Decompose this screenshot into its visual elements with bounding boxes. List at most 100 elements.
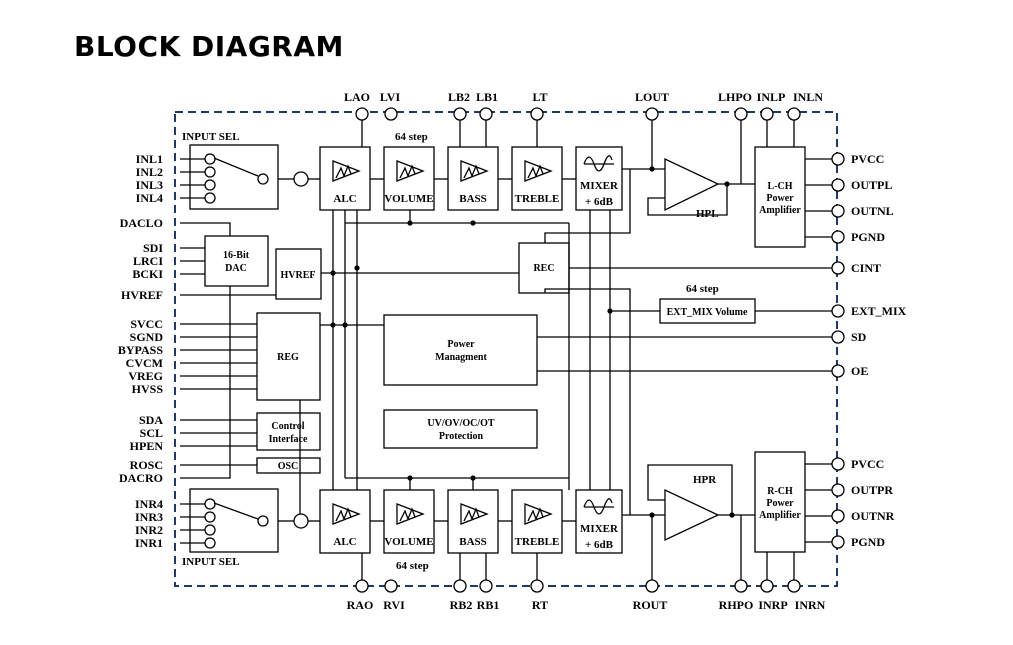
input-sel-bottom-label: INPUT SEL	[182, 556, 240, 568]
pin-label-outnl: OUTNL	[851, 204, 894, 218]
pin-label-cint: CINT	[851, 261, 881, 275]
pin-label-rao: RAO	[347, 598, 374, 612]
dac-block	[204, 235, 269, 287]
hpr-label: HPR	[693, 474, 717, 486]
pin-label-hvref: HVREF	[121, 288, 163, 302]
chip-outline	[174, 111, 838, 587]
pin-label-oe: OE	[851, 364, 868, 378]
mixer-bottom-block	[575, 489, 623, 554]
pin-label-lrci: LRCI	[133, 254, 163, 268]
pin-label-bypass: BYPASS	[118, 343, 163, 357]
rch-amp-line2: Power	[766, 498, 794, 509]
hvref-block-label: HVREF	[281, 270, 316, 281]
power-management-line1: Power	[447, 339, 475, 350]
pin-label-sda: SDA	[139, 413, 163, 427]
pin-label-inln: INLN	[793, 90, 823, 104]
pin-label-rt: RT	[532, 598, 548, 612]
volume-bottom-block	[383, 489, 435, 554]
pin-label-pvcc: PVCC	[851, 152, 884, 166]
pin-label-outnr: OUTNR	[851, 509, 895, 523]
rch-amp-block	[754, 451, 806, 553]
pin-label-pgnd: PGND	[851, 535, 885, 549]
pin-label-inr2: INR2	[135, 523, 163, 537]
step-label-top: 64 step	[395, 131, 428, 143]
mixer-top-label: MIXER	[580, 180, 619, 192]
protection-line2: Protection	[439, 431, 484, 442]
pin-label-inrn: INRN	[795, 598, 826, 612]
rch-amp-line3: Amplifier	[759, 510, 801, 521]
reg-block-label: REG	[277, 352, 299, 363]
osc-block-label: OSC	[278, 461, 299, 472]
treble-top-label: TREBLE	[515, 193, 560, 205]
pin-label-inl2: INL2	[136, 165, 163, 179]
ext-mix-volume-label: EXT_MIX Volume	[667, 307, 748, 318]
pin-label-outpr: OUTPR	[851, 483, 893, 497]
pin-label-inl4: INL4	[136, 191, 163, 205]
pin-label-lb2: LB2	[448, 90, 470, 104]
pin-label-sd: SD	[851, 330, 867, 344]
ext-step-label: 64 step	[686, 283, 719, 295]
power-management-line2: Managment	[435, 352, 487, 363]
lch-amp-line2: Power	[766, 193, 794, 204]
pin-label-daclo: DACLO	[120, 216, 163, 230]
treble-bottom-label: TREBLE	[515, 536, 560, 548]
pin-labels: INL1INL2INL3INL4DACLOSDILRCIBCKIHVREFSVC…	[118, 90, 907, 612]
control-interface-block	[256, 412, 321, 451]
pin-label-lb1: LB1	[476, 90, 498, 104]
protection-line1: UV/OV/OC/OT	[427, 418, 495, 429]
alc-bottom-label: ALC	[333, 536, 356, 548]
pin-label-inl1: INL1	[136, 152, 163, 166]
switch-icons	[204, 153, 309, 549]
pin-label-pgnd: PGND	[851, 230, 885, 244]
pin-label-inr1: INR1	[135, 536, 163, 550]
wiring	[180, 120, 838, 585]
pin-label-rhpo: RHPO	[719, 598, 754, 612]
pin-label-inrp: INRP	[758, 598, 787, 612]
hpl-amp-triangle	[664, 157, 720, 212]
alc-top-block	[319, 146, 371, 211]
pin-label-rvi: RVI	[383, 598, 405, 612]
rec-block-label: REC	[533, 263, 554, 274]
pin-label-lvi: LVI	[380, 90, 401, 104]
pin-label-ext-mix: EXT_MIX	[851, 304, 907, 318]
pin-label-outpl: OUTPL	[851, 178, 892, 192]
page-title: BLOCK DIAGRAM	[74, 30, 344, 63]
lch-amp-line3: Amplifier	[759, 205, 801, 216]
pin-label-pvcc: PVCC	[851, 457, 884, 471]
mixer-bottom-label: MIXER	[580, 523, 619, 535]
pin-label-svcc: SVCC	[130, 317, 163, 331]
bass-bottom-label: BASS	[459, 536, 487, 548]
pin-label-hpen: HPEN	[130, 439, 164, 453]
pin-circles	[355, 107, 845, 593]
pin-label-rout: ROUT	[633, 598, 668, 612]
pin-label-lout: LOUT	[635, 90, 669, 104]
bass-top-label: BASS	[459, 193, 487, 205]
pin-label-vreg: VREG	[128, 369, 163, 383]
pin-label-rb1: RB1	[477, 598, 500, 612]
protection-block	[383, 409, 538, 449]
hpl-label: HPL	[696, 208, 719, 220]
volume-bottom-label: VOLUME	[384, 536, 433, 548]
lch-amp-line1: L-CH	[768, 181, 793, 192]
pin-label-lt: LT	[533, 90, 548, 104]
reg-block	[256, 312, 321, 401]
pin-label-rosc: ROSC	[130, 458, 163, 472]
input-sel-top-label: INPUT SEL	[182, 131, 240, 143]
pin-label-scl: SCL	[140, 426, 163, 440]
dac-line2: DAC	[225, 263, 247, 274]
control-interface-line2: Interface	[269, 434, 308, 445]
mixer-bottom-gain-label: + 6dB	[585, 539, 614, 551]
amp-icons	[332, 155, 614, 525]
pin-label-inr4: INR4	[135, 497, 163, 511]
pin-label-rb2: RB2	[450, 598, 473, 612]
pin-label-dacro: DACRO	[119, 471, 163, 485]
junctions	[330, 166, 735, 518]
lch-amp-block	[754, 146, 806, 248]
power-management-block	[383, 314, 538, 386]
pin-label-sgnd: SGND	[130, 330, 164, 344]
volume-top-label: VOLUME	[384, 193, 433, 205]
pin-label-lao: LAO	[344, 90, 370, 104]
step-label-bottom: 64 step	[396, 560, 429, 572]
alc-top-label: ALC	[333, 193, 356, 205]
